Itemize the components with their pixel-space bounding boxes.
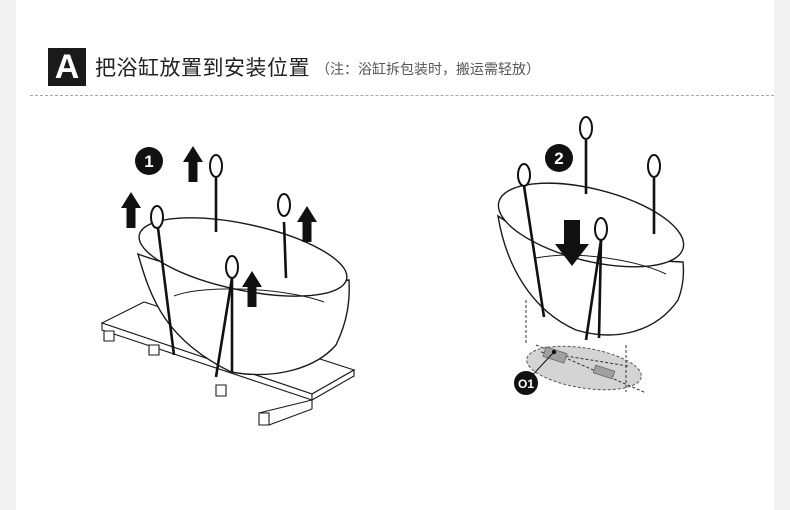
instruction-page: A 把浴缸放置到安装位置 （注：浴缸拆包装时，搬运需轻放） — [16, 0, 774, 510]
drain-callout: O1 — [514, 349, 557, 395]
bathtub — [136, 217, 350, 376]
drain-callout-label: O1 — [518, 377, 534, 391]
installation-diagram: 1 — [100, 116, 685, 426]
lifting-straps — [156, 178, 288, 378]
step-1-marker: 1 — [135, 147, 163, 175]
lifting-straps — [522, 140, 656, 341]
section-header: A 把浴缸放置到安装位置 （注：浴缸拆包装时，搬运需轻放） — [48, 47, 540, 87]
step-2-illustration: 2 O1 — [497, 116, 685, 395]
step-2-marker: 2 — [545, 144, 573, 172]
section-letter-badge: A — [48, 48, 86, 86]
bathtub — [497, 182, 685, 336]
lifting-rings — [150, 154, 291, 279]
section-title: 把浴缸放置到安装位置 — [95, 56, 310, 80]
handling-note: （注：浴缸拆包装时，搬运需轻放） — [316, 62, 540, 78]
step-1-illustration: 1 — [100, 146, 356, 426]
step-2-number: 2 — [554, 149, 563, 168]
dashed-divider — [30, 95, 774, 96]
drain-position-zone — [525, 300, 647, 394]
step-1-number: 1 — [144, 152, 153, 171]
lifting-rings — [517, 116, 661, 241]
